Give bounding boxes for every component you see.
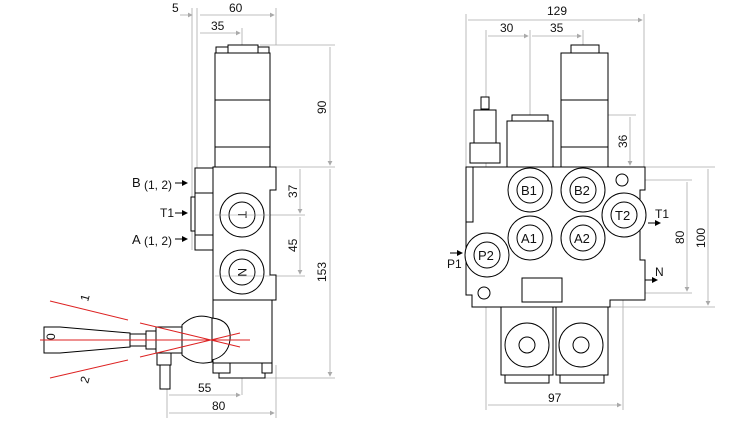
port-b1: B1 <box>521 183 537 198</box>
dim-37: 37 <box>286 184 300 198</box>
label-n-out: N <box>655 265 664 279</box>
dim-90: 90 <box>315 100 329 114</box>
dim-45: 45 <box>286 238 300 252</box>
dim-5: 5 <box>172 1 179 15</box>
label-t1: T1 <box>160 206 174 220</box>
dim-80: 80 <box>673 230 687 244</box>
label-plate <box>521 277 563 303</box>
label-a-sub: (1, 2) <box>144 234 172 248</box>
port-p2: P2 <box>478 248 494 263</box>
dim-153: 153 <box>315 262 329 282</box>
label-p1-in: P1 <box>447 257 462 271</box>
label-b: B <box>132 175 141 190</box>
ports <box>464 167 647 278</box>
label-a: A <box>132 232 141 247</box>
front-view: 129 30 35 36 80 100 97 B1 <box>447 4 715 410</box>
dim-55: 55 <box>198 381 212 395</box>
port-mark-n: N <box>235 268 249 277</box>
port-b2: B2 <box>574 183 590 198</box>
port-t2: T2 <box>615 208 630 223</box>
lever-position-2: 2 <box>77 374 92 384</box>
dim-35: 35 <box>211 19 225 33</box>
dim-97: 97 <box>548 391 562 405</box>
dim-100: 100 <box>694 228 708 248</box>
dim-35: 35 <box>550 21 564 35</box>
dim-80: 80 <box>212 399 226 413</box>
label-b-sub: (1, 2) <box>144 178 172 192</box>
label-t1-out: T1 <box>655 207 669 221</box>
lever-position-1: 1 <box>77 292 92 302</box>
port-a2: A2 <box>574 231 590 246</box>
dim-36: 36 <box>616 134 630 148</box>
dim-129: 129 <box>547 4 567 18</box>
port-a1: A1 <box>521 231 537 246</box>
lever-position-0: 0 <box>44 333 58 340</box>
dim-30: 30 <box>500 21 514 35</box>
dim-60: 60 <box>229 1 243 15</box>
side-view: 5 60 35 90 37 45 153 55 80 T N <box>40 1 335 418</box>
